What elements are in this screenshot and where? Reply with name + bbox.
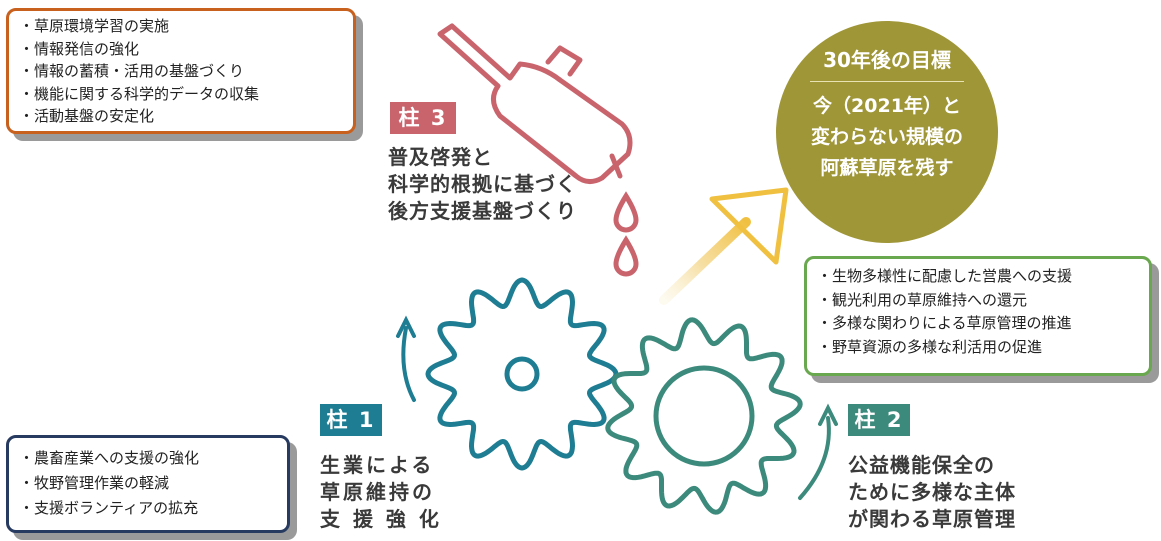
pillar1-badge: 柱 1 [320,404,382,436]
pillar3-title-line: 科学的根拠に基づく [388,172,577,196]
upward-arrow-icon [659,187,789,305]
pillar2-title-line: が関わる草原管理 [848,507,1016,531]
list-item: ・野草資源の多様な利活用の促進 [817,337,1043,356]
list-item: ・支援ボランティアの拡充 [19,499,199,517]
pillar1-title-line: 生業による [320,453,435,477]
list-item: ・情報発信の強化 [19,39,140,58]
pillar2-items-box: ・生物多様性に配慮した営農への支援 ・観光利用の草原維持への還元 ・多様な関わり… [804,256,1152,376]
pillar1-title-line: 支 援 強 化 [320,507,442,531]
gear-icon [605,317,803,515]
pillar3-title-line: 普及啓発と [388,145,493,169]
goal-line: 阿蘇草原を残す [820,157,954,179]
list-item: ・牧野管理作業の軽減 [19,474,170,492]
list-item: ・農畜産業への支援の強化 [19,449,200,467]
pillar3-title-line: 後方支援基盤づくり [388,199,577,223]
list-item: ・活動基盤の安定化 [19,107,155,125]
pillar2-badge: 柱 2 [848,404,910,436]
pillar1-items-box: ・農畜産業への支援の強化 ・牧野管理作業の軽減 ・支援ボランティアの拡充 [6,435,290,533]
goal-divider [810,81,964,82]
list-item: ・機能に関する科学的データの収集 [19,84,260,103]
watering-can-icon [437,23,633,184]
list-item: ・情報の蓄積・活用の基盤づくり [19,62,245,80]
pillar2-title: 公益機能保全の ために多様な主体 が関わる草原管理 [848,452,1016,533]
goal-circle: 30年後の目標 今（2021年）と 変わらない規模の 阿蘇草原を残す [776,21,998,243]
curved-arrow-icon [396,315,416,402]
pillar2-title-line: ために多様な主体 [848,480,1016,504]
pillar2-title-line: 公益機能保全の [848,453,995,477]
goal-line: 変わらない規模の [810,126,963,148]
curved-arrow-icon [798,403,838,500]
list-item: ・草原環境学習の実施 [19,17,170,35]
water-drop-icon [613,191,639,277]
goal-line: 今（2021年）と [813,95,961,117]
list-item: ・観光利用の草原維持への還元 [817,290,1028,309]
list-item: ・生物多様性に配慮した営農への支援 [817,267,1073,285]
goal-title: 30年後の目標 [823,48,951,72]
pillar3-title: 普及啓発と 科学的根拠に基づく 後方支援基盤づくり [388,144,577,225]
pillar1-title-line: 草原維持の [320,480,435,504]
pillar3-items-box: ・草原環境学習の実施 ・情報発信の強化 ・情報の蓄積・活用の基盤づくり ・機能に… [6,8,356,134]
pillar3-badge: 柱 3 [390,102,456,134]
gear-icon [425,277,619,471]
pillar1-title: 生業による 草原維持の 支 援 強 化 [320,452,442,533]
goal-body: 今（2021年）と 変わらない規模の 阿蘇草原を残す [776,91,998,184]
list-item: ・多様な関わりによる草原管理の推進 [817,314,1072,332]
